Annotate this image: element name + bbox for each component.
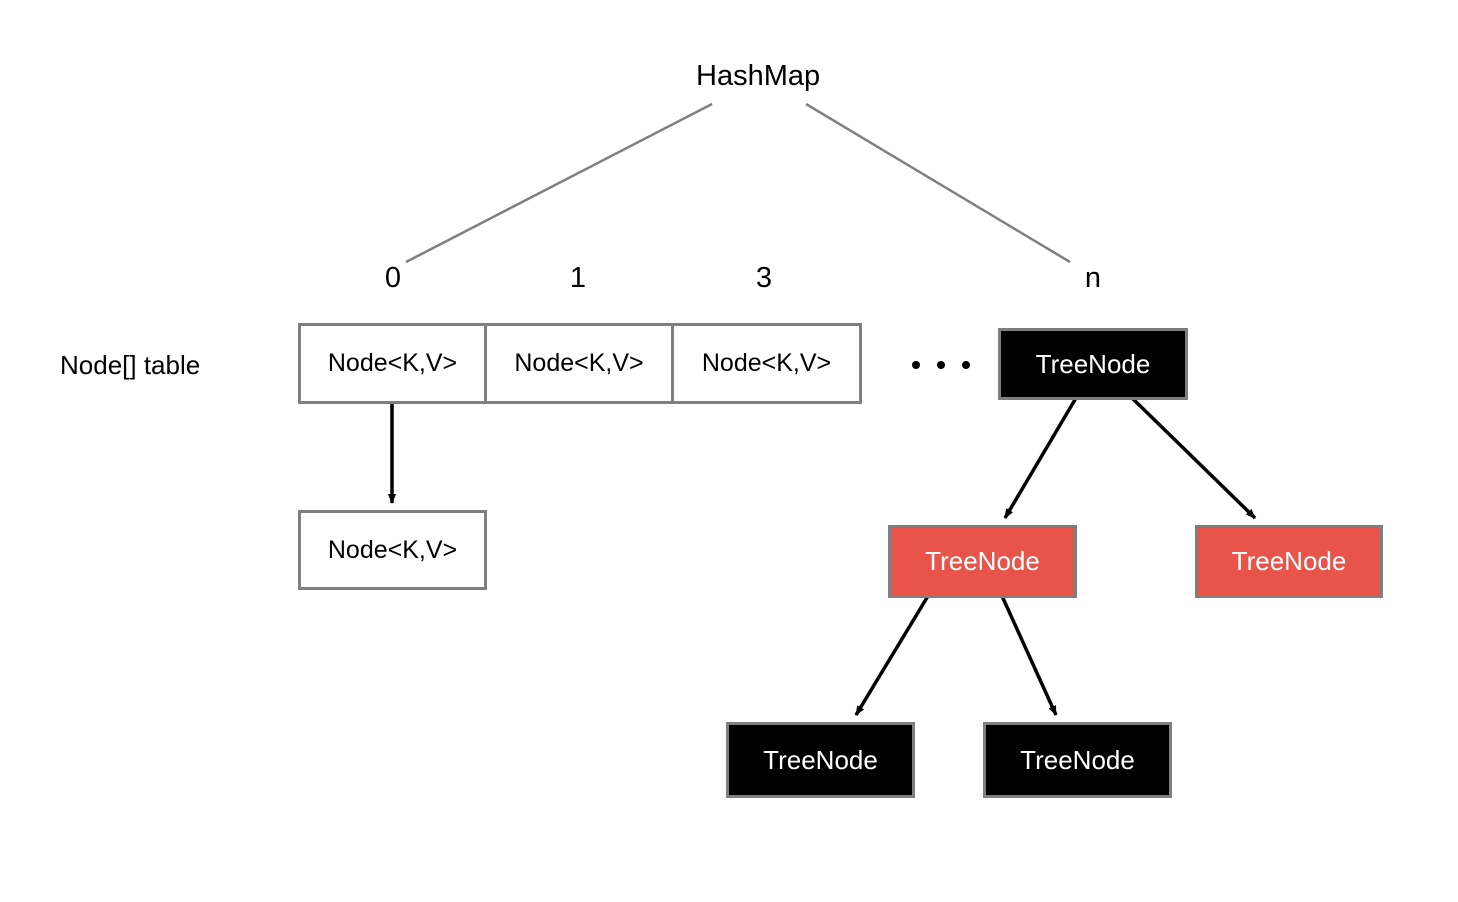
- ellipsis-icon: [912, 361, 970, 369]
- edge-hashmap-to-index-0: [405, 102, 713, 264]
- table-cell-0[interactable]: Node<K,V>: [298, 323, 487, 404]
- treenode-level3-right-box[interactable]: TreeNode: [983, 722, 1172, 798]
- treenode-root-box[interactable]: TreeNode: [998, 328, 1188, 400]
- table-caption-label: Node[] table: [60, 350, 201, 380]
- index-label-3: 3: [755, 262, 773, 294]
- edge-hashmap-to-index-n: [805, 102, 1071, 264]
- treenode-level2-left-box[interactable]: TreeNode: [888, 525, 1077, 598]
- edge-root-to-left-child: [1003, 397, 1078, 519]
- index-label-n: n: [1084, 262, 1102, 294]
- table-cell-3[interactable]: Node<K,V>: [672, 323, 862, 404]
- treenode-level2-right-box[interactable]: TreeNode: [1195, 525, 1383, 598]
- index-label-1: 1: [569, 262, 587, 294]
- treenode-level3-left-box[interactable]: TreeNode: [726, 722, 915, 798]
- page-title: HashMap: [696, 60, 821, 92]
- edge-left-child-to-left-grandchild: [854, 595, 930, 716]
- edge-left-child-to-right-grandchild: [1000, 595, 1058, 716]
- table-cell-1[interactable]: Node<K,V>: [485, 323, 674, 404]
- index-label-0: 0: [384, 262, 402, 294]
- edge-root-to-right-child: [1130, 396, 1257, 520]
- overflow-node-box[interactable]: Node<K,V>: [298, 510, 487, 590]
